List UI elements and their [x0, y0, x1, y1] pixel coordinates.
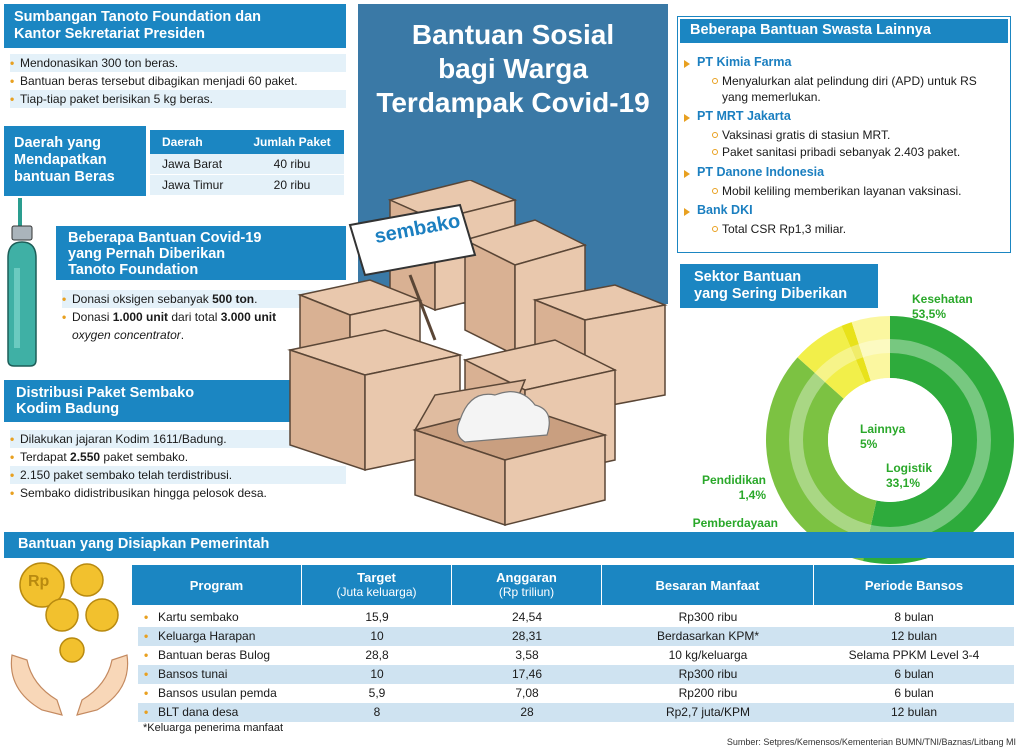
table-cell: 8 bulan	[894, 610, 934, 624]
list-item: Mendonasikan 300 ton beras.	[10, 54, 346, 72]
table-cell: 28,31	[511, 629, 543, 643]
table-row: Bantuan beras Bulog 28,8 3,58 10 kg/keluarg…	[138, 646, 1014, 665]
oxygen-tank-icon	[7, 198, 37, 367]
company-name: PT Danone Indonesia	[697, 165, 825, 179]
table-cell: Bansos usulan pemda	[138, 684, 302, 703]
table-cell: 12 bulan	[890, 705, 938, 719]
page-title: Bantuan Sosial bagi Warga Terdampak Covi…	[376, 19, 650, 118]
bullet-icon	[684, 208, 690, 216]
table-cell: Rp300 ribu	[678, 610, 738, 624]
donut-slice	[766, 357, 877, 562]
table-row: Keluarga Harapan 10 28,31 Berdasarkan KPM* 1…	[138, 627, 1014, 646]
table-cell: Berdasarkan KPM*	[656, 629, 760, 643]
donut-slice	[797, 325, 866, 399]
table-row: Jawa Timur 20 ribu	[150, 175, 344, 195]
table-cell: 28	[520, 705, 534, 719]
table-cell: Bantuan beras Bulog	[138, 646, 302, 665]
table-cell: 15,9	[365, 610, 389, 624]
swasta-box	[677, 16, 1011, 253]
kodim-heading: Distribusi Paket Sembako Kodim Badung	[4, 380, 346, 422]
table-cell: 7,08	[515, 686, 539, 700]
table-cell: 3,58	[515, 648, 539, 662]
list-item: Mobil keliling memberikan layanan vaksin…	[712, 183, 961, 199]
table-row: BLT dana desa 8 28 Rp2,7 juta/KPM 12 bulan	[138, 703, 1014, 722]
table-cell: 10	[370, 667, 384, 681]
company-name: Bank DKI	[697, 203, 753, 217]
list-item: yang memerlukan.	[722, 90, 821, 104]
company-name: PT Kimia Farma	[697, 55, 792, 69]
donut-slice	[851, 316, 890, 382]
bullet-icon	[684, 60, 690, 68]
pemerintah-heading: Bantuan yang Disiapkan Pemerintah	[4, 532, 1014, 558]
tanoto-covid-heading: Beberapa Bantuan Covid-19 yang Pernah Di…	[56, 226, 346, 280]
bullet-icon	[684, 114, 690, 122]
sektor-heading: Sektor Bantuan yang Sering Diberikan	[680, 264, 878, 308]
donut-slice	[841, 322, 871, 383]
table-row: Bansos usulan pemda 5,9 7,08 Rp200 ribu 6 bu…	[138, 684, 1014, 703]
table-header: Daerah Jumlah Paket	[150, 130, 344, 154]
list-item: Menyalurkan alat pelindung diri (APD) un…	[712, 73, 977, 89]
table-cell: 24,54	[511, 610, 543, 624]
coin-label: Rp	[28, 573, 50, 590]
table-cell: Rp300 ribu	[678, 667, 738, 681]
program-table-header: Program Target(Juta keluarga) Anggaran(R…	[132, 565, 1014, 605]
list-item: Terdapat 2.550 paket sembako.	[10, 448, 346, 466]
table-cell: Keluarga Harapan	[138, 627, 302, 646]
list-item: Bantuan beras tersebut dibagikan menjadi…	[10, 72, 346, 90]
table-cell: Bansos tunai	[138, 665, 302, 684]
table-cell: 10	[370, 629, 384, 643]
table-cell: Selama PPKM Level 3-4	[848, 648, 980, 662]
list-item: Total CSR Rp1,3 miliar.	[712, 221, 846, 237]
table-cell: 17,46	[511, 667, 543, 681]
table-cell: 12 bulan	[890, 629, 938, 643]
tanoto-sekretariat-heading: Sumbangan Tanoto Foundation dan Kantor S…	[4, 4, 346, 48]
table-row: Jawa Barat 40 ribu	[150, 154, 344, 174]
table-cell: 5,9	[368, 686, 386, 700]
list-item: Donasi oksigen sebanyak 500 ton.	[62, 290, 346, 308]
bullet-icon	[684, 170, 690, 178]
company-name: PT MRT Jakarta	[697, 109, 791, 123]
table-cell: Kartu sembako	[138, 608, 302, 627]
list-item: Paket sanitasi pribadi sebanyak 2.403 pa…	[712, 144, 960, 160]
table-cell: 8	[373, 705, 381, 719]
daerah-table: Daerah Jumlah Paket Jawa Barat 40 ribu J…	[150, 130, 344, 195]
daerah-heading: Daerah yang Mendapatkan bantuan Beras	[4, 126, 146, 196]
tanoto-covid-list: Donasi oksigen sebanyak 500 ton. Donasi …	[62, 290, 346, 344]
source-note: Sumber: Setpres/Kemensos/Kementerian BUM…	[726, 737, 1016, 747]
kodim-list: Dilakukan jajaran Kodim 1611/Badung. Ter…	[10, 430, 346, 502]
donut-hole	[828, 378, 952, 502]
sektor-donut-chart	[766, 316, 1015, 564]
coins-hands-illustration	[10, 562, 129, 716]
table-cell: Rp200 ribu	[678, 686, 738, 700]
tanoto-sekretariat-list: Mendonasikan 300 ton beras. Bantuan bera…	[10, 54, 346, 108]
table-row: Bansos tunai 10 17,46 Rp300 ribu 6 bulan	[138, 665, 1014, 684]
table-footnote: *Keluarga penerima manfaat	[143, 722, 284, 734]
list-item: 2.150 paket sembako telah terdistribusi.	[10, 466, 346, 484]
list-item: Donasi 1.000 unit dari total 3.000 unit …	[62, 308, 346, 344]
table-row: Kartu sembako 15,9 24,54 Rp300 ribu 8 bulan	[138, 608, 1014, 627]
swasta-heading: Beberapa Bantuan Swasta Lainnya	[680, 19, 1008, 43]
table-cell: 10 kg/keluarga	[668, 648, 748, 662]
table-cell: 28,8	[365, 648, 389, 662]
list-item: Sembako didistribusikan hingga pelosok d…	[10, 484, 346, 502]
table-cell: 6 bulan	[894, 686, 934, 700]
donut-slice	[862, 316, 1015, 564]
list-item: Vaksinasi gratis di stasiun MRT.	[712, 127, 890, 143]
sembako-boxes-illustration	[287, 180, 668, 527]
table-cell: BLT dana desa	[138, 703, 302, 722]
list-item: Tiap-tiap paket berisikan 5 kg beras.	[10, 90, 346, 108]
list-item: Dilakukan jajaran Kodim 1611/Badung.	[10, 430, 346, 448]
table-cell: 6 bulan	[894, 667, 934, 681]
table-cell: Rp2,7 juta/KPM	[665, 705, 751, 719]
